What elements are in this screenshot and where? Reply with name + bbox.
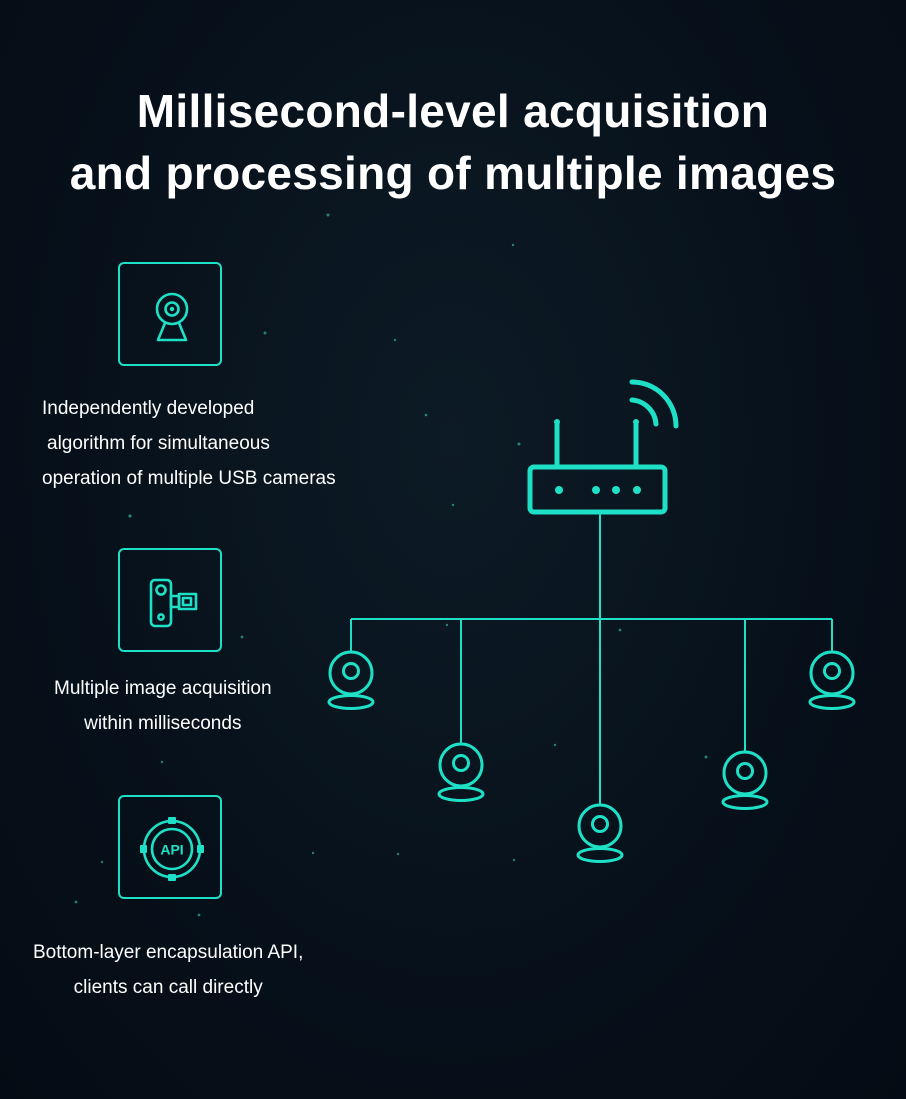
feature-api-line-1: Bottom-layer encapsulation API, [33, 942, 304, 963]
feature-webcam-line-3: operation of multiple USB cameras [42, 468, 336, 489]
feature-acquisition-line-2: within milliseconds [84, 713, 242, 734]
api-gear-icon: API [140, 817, 204, 881]
page-title: Millisecond-level acquisition and proces… [0, 80, 906, 204]
camcorder-icon [149, 578, 198, 628]
feature-api-line-2: clients can call directly [73, 977, 263, 998]
network-lines [350, 512, 833, 806]
feature-webcam-line-1: Independently developed [42, 398, 255, 419]
camera-node-icon [721, 750, 769, 810]
feature-acquisition-text: Multiple image acquisition within millis… [54, 671, 272, 741]
webcam-icon [155, 292, 189, 342]
camera-nodes [327, 650, 856, 863]
camera-node-icon [576, 803, 624, 863]
feature-api-box: API [118, 795, 222, 899]
feature-camcorder-box [118, 548, 222, 652]
feature-acquisition-line-1: Multiple image acquisition [54, 678, 272, 699]
camera-node-icon [437, 742, 485, 802]
feature-webcam-text: Independently developed algorithm for si… [42, 391, 336, 496]
title-line-2: and processing of multiple images [69, 147, 837, 199]
wifi-router-icon [527, 379, 679, 515]
camera-node-icon [327, 650, 375, 710]
feature-api-text: Bottom-layer encapsulation API, clients … [33, 935, 303, 1005]
camera-node-icon [808, 650, 856, 710]
api-icon-label: API [160, 842, 183, 858]
feature-webcam-box [118, 262, 222, 366]
feature-webcam-line-2: algorithm for simultaneous [47, 433, 270, 454]
title-line-1: Millisecond-level acquisition [136, 85, 770, 137]
